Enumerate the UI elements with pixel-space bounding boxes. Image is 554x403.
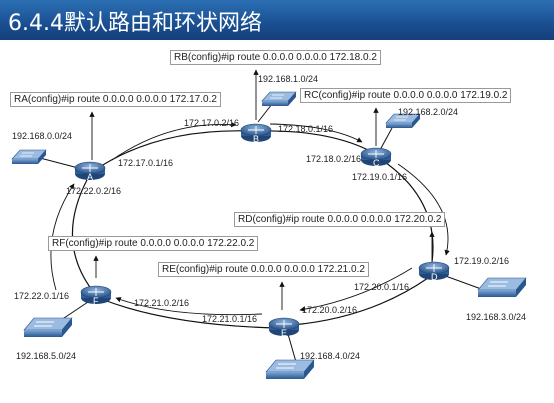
- address-d-e: 172.20.0.1/16: [354, 282, 410, 292]
- command-ra: RA(config)#ip route 0.0.0.0 0.0.0.0 172.…: [10, 92, 221, 107]
- router-d[interactable]: D: [418, 261, 450, 282]
- address-f-lan: 192.168.5.0/24: [16, 351, 77, 361]
- switch-icon: [23, 317, 73, 337]
- lan-link-c: [379, 127, 393, 151]
- router-f[interactable]: F: [80, 285, 112, 306]
- address-f-a: 172.22.0.1/16: [14, 291, 70, 301]
- arrow-e-to-f: [115, 297, 263, 316]
- command-pointers: [89, 69, 435, 310]
- switch-icon: [265, 359, 315, 379]
- router-label-b: B: [253, 134, 259, 144]
- router-label-c: C: [373, 158, 380, 168]
- title-bar: 6.4.4默认路由和环状网络: [0, 0, 554, 40]
- switch-icon: [261, 91, 297, 106]
- address-d-c: 172.19.0.2/16: [454, 256, 510, 266]
- lan-links: [39, 103, 485, 363]
- address-e-d: 172.20.0.2/16: [302, 305, 358, 315]
- address-e-f: 172.21.0.1/16: [202, 314, 258, 324]
- address-f-e: 172.21.0.2/16: [134, 298, 190, 308]
- address-e-lan: 192.168.4.0/24: [300, 351, 361, 361]
- link-c-d: [381, 159, 434, 263]
- arrow-c-to-d: [397, 163, 450, 256]
- link-e-f: [103, 299, 277, 329]
- router-label-d: D: [431, 272, 438, 282]
- address-b-a: 172.17.0.2/16: [184, 118, 240, 128]
- command-rf: RF(config)#ip route 0.0.0.0 0.0.0.0 172.…: [48, 236, 259, 251]
- address-a-lan: 192.168.0.0/24: [12, 131, 73, 141]
- address-a-b: 172.17.0.1/16: [118, 158, 174, 168]
- switch-icon: [385, 113, 421, 128]
- switch-icon: [11, 149, 47, 164]
- address-d-lan: 192.168.3.0/24: [466, 312, 527, 322]
- command-rb: RB(config)#ip route 0.0.0.0 0.0.0.0 172.…: [170, 50, 381, 65]
- link-d-e: [291, 277, 429, 326]
- address-b-lan: 192.168.1.0/24: [258, 74, 319, 84]
- arrow-b-to-c: [269, 123, 363, 143]
- router-a[interactable]: A: [74, 161, 106, 182]
- router-c[interactable]: C: [360, 147, 392, 168]
- address-b-c: 172.18.0.1/16: [278, 124, 334, 134]
- command-re: RE(config)#ip route 0.0.0.0 0.0.0.0 172.…: [158, 262, 369, 277]
- switch-icon: [477, 277, 527, 297]
- address-a-f: 172.22.0.2/16: [66, 186, 122, 196]
- command-rc: RC(config)#ip route 0.0.0.0 0.0.0.0 172.…: [300, 88, 512, 103]
- lan-link-e: [287, 333, 297, 363]
- slide-title: 6.4.4默认路由和环状网络: [8, 11, 262, 36]
- address-c-b: 172.18.0.2/16: [306, 154, 362, 164]
- command-rd: RD(config)#ip route 0.0.0.0 0.0.0.0 172.…: [234, 212, 446, 227]
- address-c-d: 172.19.0.1/16: [352, 172, 408, 182]
- router-e[interactable]: E: [268, 317, 300, 338]
- address-c-lan: 192.168.2.0/24: [398, 107, 459, 117]
- arrow-d-to-e: [299, 267, 413, 312]
- router-label-f: F: [93, 296, 99, 306]
- router-label-a: A: [87, 172, 93, 182]
- router-label-e: E: [281, 328, 287, 338]
- link-b-c: [261, 130, 373, 153]
- lan-link-b: [257, 103, 273, 123]
- router-b[interactable]: B: [240, 123, 272, 144]
- arrow-a-to-b: [111, 121, 237, 161]
